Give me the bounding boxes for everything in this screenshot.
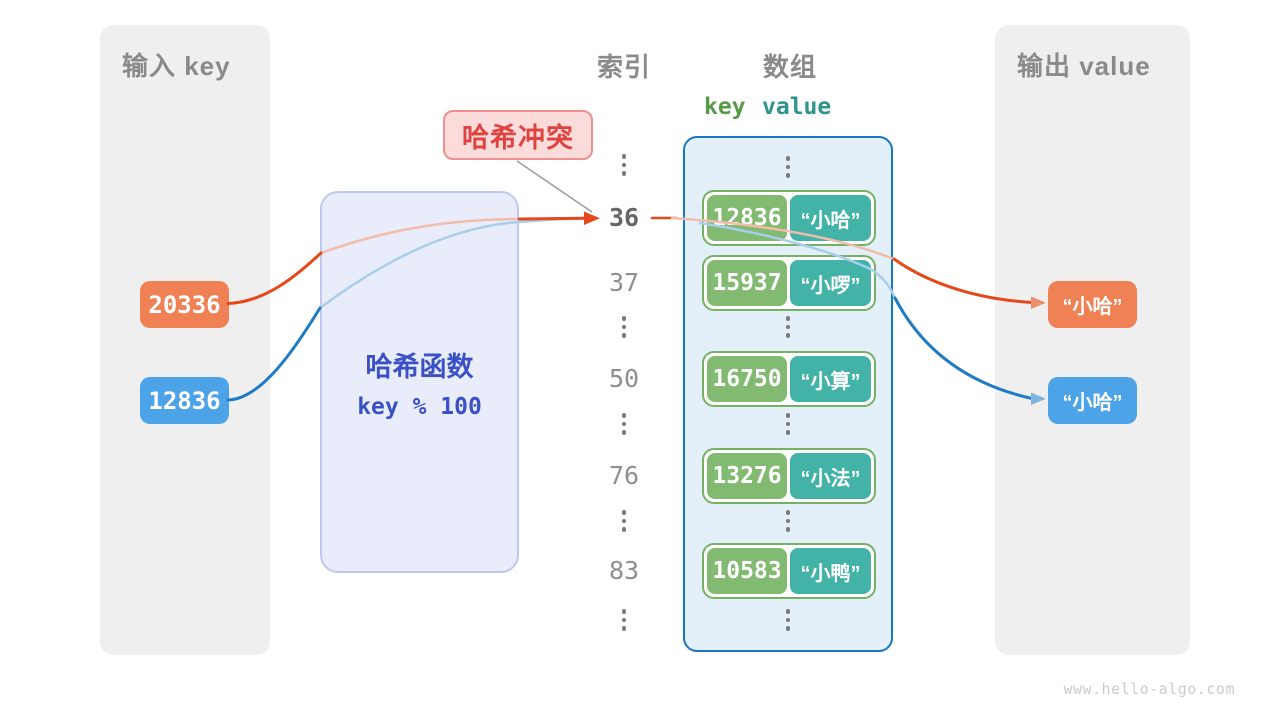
input-key-chip-20336: 20336 — [140, 281, 229, 328]
output-value-panel: 输出 value — [995, 25, 1190, 655]
array-ellipsis — [785, 316, 791, 338]
index-ellipsis — [621, 316, 627, 338]
input-key-panel: 输入 key — [100, 25, 270, 655]
array-row-50: 16750 “小算” — [702, 351, 876, 407]
output-value-chip-1: “小哈” — [1048, 281, 1137, 328]
index-label-76: 76 — [608, 461, 640, 490]
collision-pointer-line — [516, 160, 593, 213]
index-label-50: 50 — [608, 364, 640, 393]
index-label-37: 37 — [608, 268, 640, 297]
key-column-header: key — [704, 94, 746, 120]
input-key-chip-12836: 12836 — [140, 377, 229, 424]
array-ellipsis — [785, 609, 791, 631]
array-row-36: 12836 “小哈” — [702, 190, 876, 246]
watermark: www.hello-algo.com — [1063, 680, 1235, 698]
array-key-cell: 13276 — [707, 453, 787, 499]
value-column-header: value — [762, 94, 832, 120]
output-panel-title: 输出 value — [1017, 51, 1151, 81]
index-ellipsis — [621, 510, 627, 532]
array-value-cell: “小鸭” — [790, 548, 871, 594]
output-value-chip-2: “小哈” — [1048, 377, 1137, 424]
index-column-header: 索引 — [596, 52, 651, 82]
index-label-36: 36 — [608, 203, 640, 232]
index-ellipsis — [621, 609, 627, 631]
hash-collision-label: 哈希冲突 — [443, 110, 593, 160]
array-value-cell: “小算” — [790, 356, 871, 402]
array-value-cell: “小法” — [790, 453, 871, 499]
array-key-cell: 16750 — [707, 356, 787, 402]
array-ellipsis — [785, 413, 791, 435]
array-row-37: 15937 “小啰” — [702, 255, 876, 311]
arrow-to-index-36 — [517, 216, 587, 221]
array-key-cell: 12836 — [707, 195, 787, 241]
array-ellipsis — [785, 510, 791, 532]
array-row-83: 10583 “小鸭” — [702, 543, 876, 599]
array-key-cell: 15937 — [707, 260, 787, 306]
array-row-76: 13276 “小法” — [702, 448, 876, 504]
hash-function-name: 哈希函数 — [365, 352, 474, 382]
input-panel-title: 输入 key — [122, 51, 231, 81]
array-ellipsis — [785, 156, 791, 178]
array-value-cell: “小啰” — [790, 260, 871, 306]
array-column-header: 数组 — [762, 52, 817, 82]
index-label-83: 83 — [608, 556, 640, 585]
hash-function-formula: key % 100 — [357, 394, 482, 420]
index-ellipsis — [621, 154, 627, 176]
hash-function-box: 哈希函数 key % 100 — [320, 191, 519, 573]
index-ellipsis — [621, 413, 627, 435]
array-value-cell: “小哈” — [790, 195, 871, 241]
array-key-cell: 10583 — [707, 548, 787, 594]
